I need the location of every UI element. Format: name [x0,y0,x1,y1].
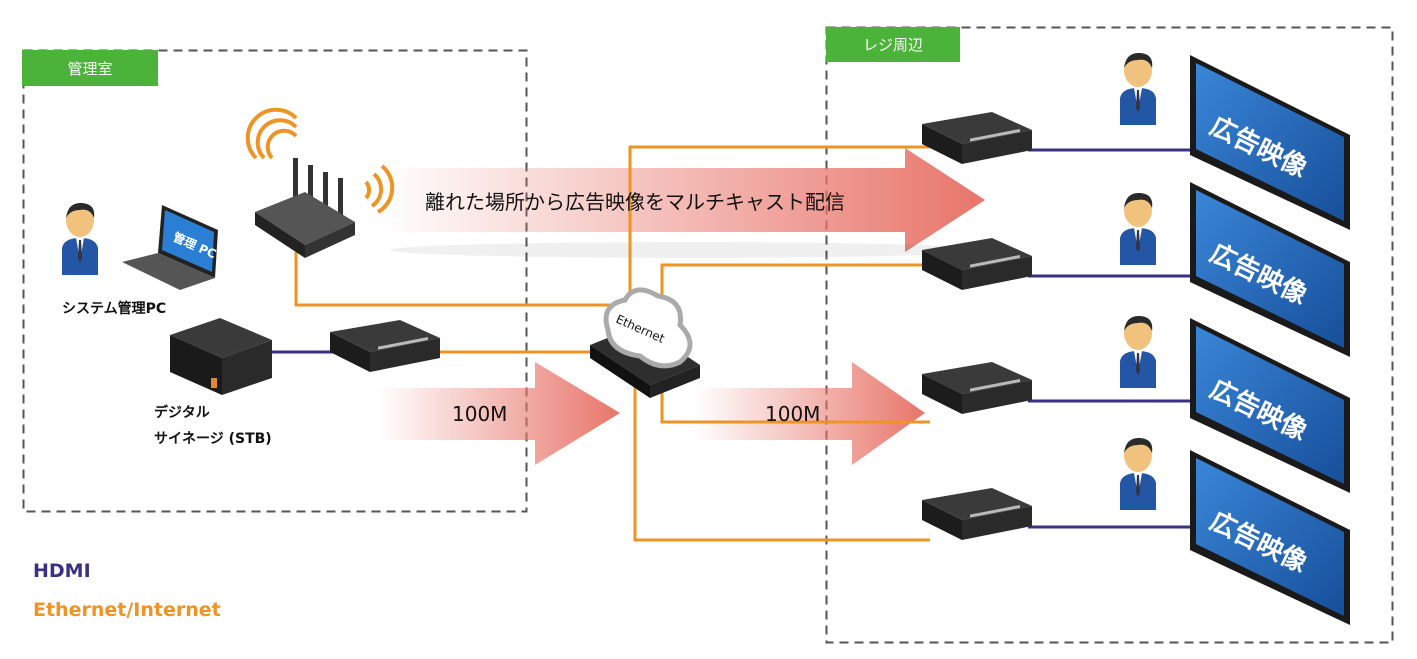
admin-pc-label: システム管理PC [62,301,167,317]
legend-ethernet: Ethernet/Internet [33,599,221,621]
zone-admin-room [22,49,528,513]
legend-hdmi: HDMI [33,560,91,582]
stb-label-line2: サイネージ (STB) [154,431,272,447]
stb-label-line1: デジタル [154,405,210,421]
receiver-icon-3 [922,362,1032,414]
ethernet-switch-icon [590,287,700,398]
customer-icon-2 [1120,192,1156,265]
ethernet-lines [294,145,930,542]
customer-icon-4 [1120,437,1156,510]
wifi-router-icon [245,107,395,258]
encoder-icon [330,320,440,372]
receiver-icon-4 [922,488,1032,540]
bandwidth-right-text: 100M [765,402,821,426]
admin-person-icon [62,202,98,275]
multicast-arrow [380,148,990,258]
customer-icon-3 [1120,315,1156,388]
bandwidth-left-text: 100M [452,402,508,426]
stb-icon [170,318,272,395]
bandwidth-arrow-right [695,362,925,465]
receiver-icon-1 [922,112,1032,164]
bandwidth-arrow-left [378,362,620,465]
multicast-text: 離れた場所から広告映像をマルチキャスト配信 [425,190,845,214]
laptop-icon [122,205,218,290]
zone-register-area [825,26,1394,644]
zone-label-register-area: レジ周辺 [826,27,960,62]
customer-icon-1 [1120,52,1156,125]
zone-label-admin-room: 管理室 [22,50,158,86]
hdmi-lines [272,148,1195,529]
